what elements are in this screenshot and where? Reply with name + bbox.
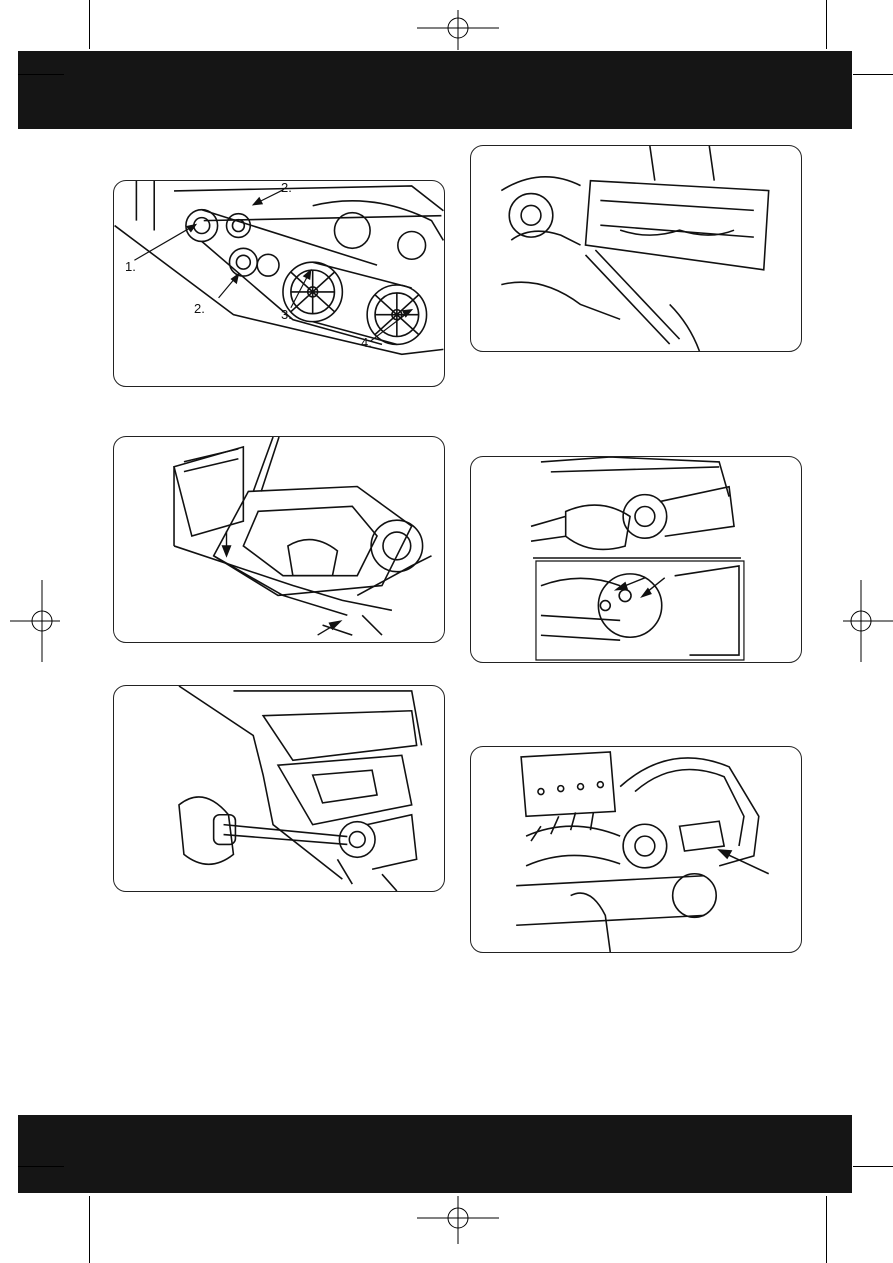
crop-mark-icon: [853, 1166, 893, 1167]
figure-brush-install: [470, 746, 802, 953]
figure-belt-drive: 1. 2. 2. 3. 4.: [113, 180, 445, 387]
end-cap-illustration: [471, 457, 801, 662]
figure-screwdriver: [113, 685, 445, 892]
figure-open-housing: [113, 436, 445, 643]
belt-drive-illustration: [114, 181, 444, 386]
callout-3: 3.: [281, 308, 292, 321]
callout-4: 4.: [361, 336, 372, 349]
crop-mark-icon: [826, 1196, 827, 1263]
crop-mark-icon: [18, 1166, 64, 1167]
figure-end-cap: [470, 456, 802, 663]
brush-install-illustration: [471, 747, 801, 952]
crop-mark-icon: [89, 1196, 90, 1263]
registration-mark-icon: [417, 1196, 499, 1244]
header-band: [18, 51, 852, 129]
open-housing-illustration: [114, 437, 444, 642]
remove-brush-illustration: [471, 146, 801, 351]
crop-mark-icon: [853, 74, 893, 75]
footer-band: [18, 1115, 852, 1193]
crop-mark-icon: [826, 0, 827, 49]
registration-mark-icon: [417, 10, 499, 50]
crop-mark-icon: [18, 74, 64, 75]
figure-remove-brush: [470, 145, 802, 352]
callout-2-top: 2.: [281, 181, 292, 194]
screwdriver-illustration: [114, 686, 444, 891]
crop-mark-icon: [89, 0, 90, 49]
callout-2-left: 2.: [194, 302, 205, 315]
registration-mark-icon: [843, 580, 893, 662]
callout-1: 1.: [125, 260, 136, 273]
registration-mark-icon: [10, 580, 60, 662]
